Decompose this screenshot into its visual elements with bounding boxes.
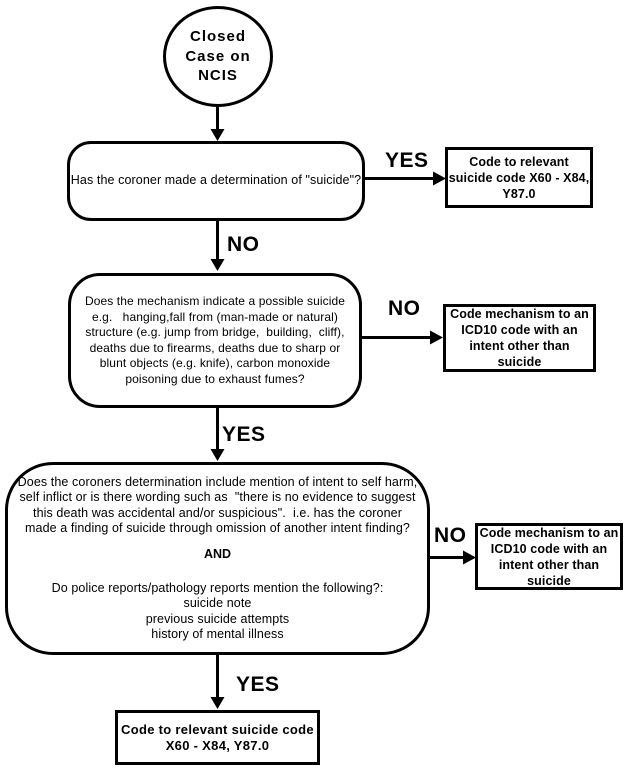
outcome-suicide-code-top: Code to relevant suicide code X60 - X84,… bbox=[445, 147, 593, 208]
arrowhead-q3-yes-to-t4 bbox=[210, 697, 225, 709]
decision-coroner-determination-text: Has the coroner made a determination of … bbox=[70, 173, 362, 188]
outcome-suicide-code-bottom: Code to relevant suicide code X60 - X84,… bbox=[115, 710, 320, 765]
arrowhead-q1-no-to-q2 bbox=[210, 259, 225, 271]
decision-mechanism-text: Does the mechanism indicate a possible s… bbox=[84, 294, 346, 386]
start-node-closed-case: Closed Case on NCIS bbox=[163, 6, 273, 107]
outcome-suicide-code-bottom-text: Code to relevant suicide code X60 - X84,… bbox=[121, 721, 314, 753]
arrowhead-start-to-q1 bbox=[210, 129, 225, 141]
outcome-other-intent-low: Code mechanism to an ICD10 code with an … bbox=[475, 523, 623, 590]
outcome-suicide-code-top-text: Code to relevant suicide code X60 - X84,… bbox=[448, 154, 590, 201]
and-connector-label: AND bbox=[203, 546, 232, 561]
edge-label-no-q3: NO bbox=[434, 524, 467, 547]
decision-mechanism-possible-suicide: Does the mechanism indicate a possible s… bbox=[68, 273, 362, 408]
decision-intent-omission-and-reports: Does the coroners determination include … bbox=[5, 462, 430, 655]
decision-intent-omission-para1: Does the coroners determination include … bbox=[17, 474, 418, 536]
edge-label-yes-q1: YES bbox=[385, 149, 429, 172]
decision-intent-omission-para2: Do police reports/pathology reports ment… bbox=[51, 580, 384, 642]
edge-label-no-q2: NO bbox=[388, 297, 421, 320]
edge-label-no-q1: NO bbox=[227, 233, 260, 256]
decision-coroner-determination: Has the coroner made a determination of … bbox=[67, 141, 365, 221]
outcome-other-intent-mid: Code mechanism to an ICD10 code with an … bbox=[443, 304, 596, 372]
outcome-other-intent-mid-text: Code mechanism to an ICD10 code with an … bbox=[450, 307, 589, 369]
start-node-label: Closed Case on NCIS bbox=[185, 28, 251, 85]
edge-label-yes-q3: YES bbox=[236, 673, 280, 696]
edge-label-yes-q2: YES bbox=[222, 423, 266, 446]
outcome-other-intent-low-text: Code mechanism to an ICD10 code with an … bbox=[479, 525, 619, 588]
arrowhead-q2-yes-to-q3 bbox=[210, 449, 225, 461]
arrowhead-q2-no-to-t2 bbox=[430, 330, 443, 345]
